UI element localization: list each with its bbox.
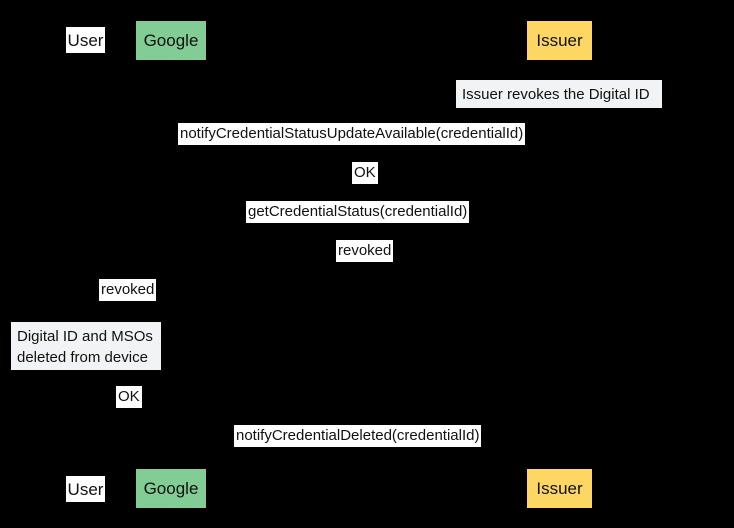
participant-issuer-bottom-label: Issuer bbox=[536, 479, 583, 498]
arrow-head-get-credential-status bbox=[550, 219, 559, 229]
arrow-head-revoked-issuer bbox=[171, 258, 180, 268]
arrow-revoked-user bbox=[85, 302, 171, 303]
participant-issuer-top-label: Issuer bbox=[536, 31, 583, 50]
note-issuer-revokes: Issuer revokes the Digital ID bbox=[456, 80, 662, 108]
participant-google-top[interactable]: Google bbox=[136, 21, 206, 60]
arrow-head-ok-2 bbox=[162, 404, 171, 414]
arrow-head-ok-1 bbox=[550, 180, 559, 190]
participant-google-bottom[interactable]: Google bbox=[136, 469, 206, 508]
participant-issuer-top[interactable]: Issuer bbox=[527, 21, 592, 60]
message-label-ok-1: OK bbox=[352, 162, 378, 184]
participant-issuer-bottom[interactable]: Issuer bbox=[527, 469, 592, 508]
participant-user-top-label: User bbox=[67, 30, 104, 50]
arrow-notify-credential-deleted bbox=[171, 448, 559, 449]
arrow-head-notify-status-update bbox=[171, 141, 180, 151]
message-label-notify-status-update: notifyCredentialStatusUpdateAvailable(cr… bbox=[178, 123, 526, 145]
participant-google-bottom-label: Google bbox=[143, 479, 199, 498]
participant-user-bottom[interactable]: User bbox=[66, 476, 105, 502]
note-deleted-from-device: Digital ID and MSOs deleted from device bbox=[11, 322, 161, 370]
participant-user-top[interactable]: User bbox=[66, 27, 105, 53]
arrow-revoked-issuer bbox=[171, 263, 559, 264]
arrow-head-revoked-user bbox=[85, 297, 94, 307]
arrow-ok-2 bbox=[85, 409, 171, 410]
lifeline-issuer bbox=[559, 60, 560, 469]
participant-user-bottom-label: User bbox=[67, 479, 104, 499]
message-label-revoked-issuer: revoked bbox=[336, 240, 394, 262]
participant-google-top-label: Google bbox=[143, 31, 199, 50]
arrow-notify-status-update bbox=[171, 146, 559, 147]
arrow-head-notify-credential-deleted bbox=[550, 443, 559, 453]
message-label-ok-2: OK bbox=[116, 386, 142, 408]
message-label-get-credential-status: getCredentialStatus(credentialId) bbox=[246, 201, 470, 223]
arrow-get-credential-status bbox=[171, 224, 559, 225]
arrow-ok-1 bbox=[171, 185, 559, 186]
lifeline-user bbox=[85, 53, 86, 476]
message-label-notify-credential-deleted: notifyCredentialDeleted(credentialId) bbox=[234, 425, 482, 447]
message-label-revoked-user: revoked bbox=[99, 279, 157, 301]
